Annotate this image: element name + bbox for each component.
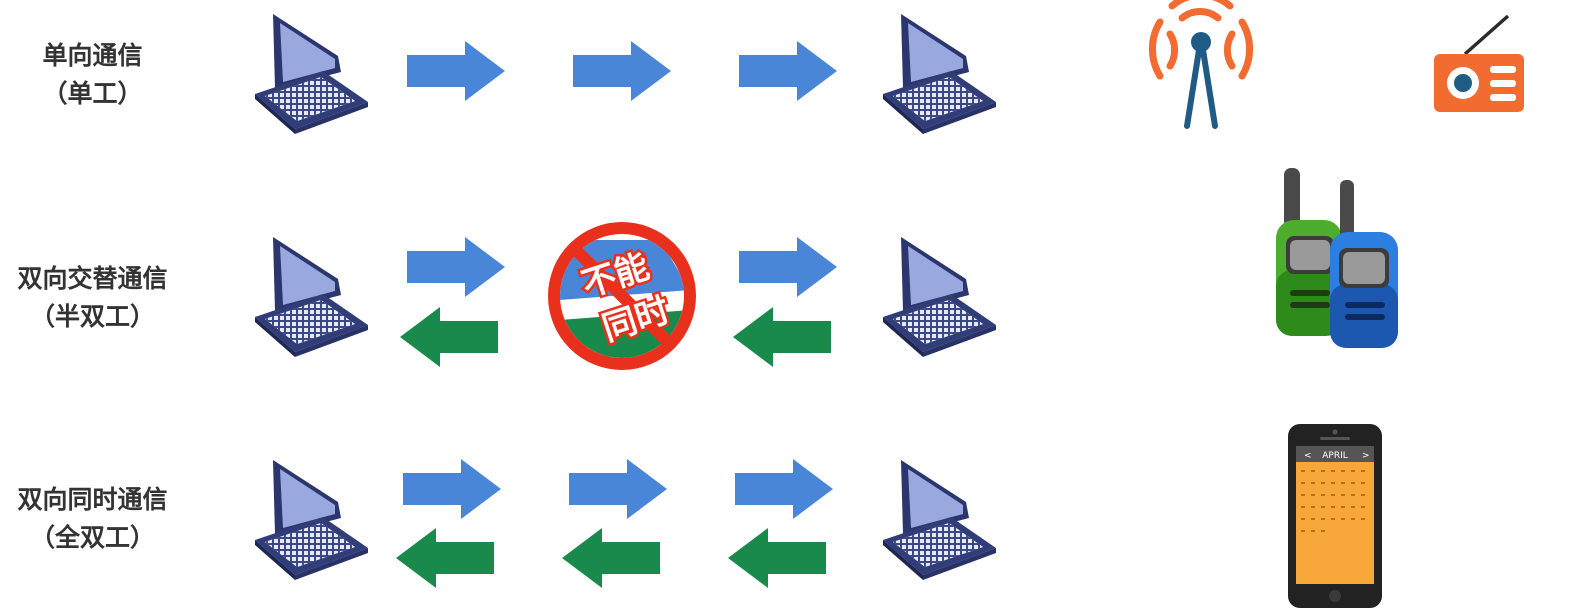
- calendar-grid: [1301, 470, 1365, 532]
- calendar-day-mark: [1341, 494, 1345, 496]
- calendar-day-mark: [1361, 470, 1365, 472]
- calendar-day-mark: [1351, 470, 1355, 472]
- calendar-day-mark: [1361, 494, 1365, 496]
- laptop-icon: [255, 460, 368, 580]
- calendar-day-mark: [1351, 518, 1355, 520]
- calendar-day-mark: [1301, 506, 1305, 508]
- laptop-icon: [883, 14, 996, 134]
- arrow-left-icon: [728, 528, 826, 588]
- calendar-day-mark: [1321, 518, 1325, 520]
- calendar-day-mark: [1301, 530, 1305, 532]
- calendar-day-mark: [1341, 518, 1345, 520]
- row-title: 双向交替通信: [17, 264, 168, 293]
- row-subtitle: （单工）: [42, 79, 143, 108]
- row-label-half-duplex: 双向交替通信 （半双工）: [0, 260, 185, 336]
- prohibition-badge: 不能 同时: [548, 222, 696, 370]
- prohibit-circle-icon: [548, 222, 696, 370]
- arrow-right-icon: [407, 41, 505, 101]
- laptop-icon: [255, 14, 368, 134]
- arrow-right-icon: [569, 459, 667, 519]
- arrow-left-icon: [733, 307, 831, 367]
- calendar-day-mark: [1301, 470, 1305, 472]
- calendar-day-mark: [1361, 518, 1365, 520]
- calendar-day-mark: [1311, 530, 1315, 532]
- row-title: 单向通信: [42, 41, 143, 70]
- calendar-day-mark: [1341, 470, 1345, 472]
- calendar-day-mark: [1341, 482, 1345, 484]
- calendar-day-mark: [1311, 470, 1315, 472]
- arrow-right-icon: [739, 41, 837, 101]
- arrow-right-icon: [735, 459, 833, 519]
- calendar-day-mark: [1311, 518, 1315, 520]
- row-label-simplex: 单向通信 （单工）: [0, 37, 185, 113]
- calendar-day-mark: [1331, 482, 1335, 484]
- calendar-next-icon: >: [1362, 451, 1370, 461]
- row-title: 双向同时通信: [17, 485, 168, 514]
- row-subtitle: （全双工）: [29, 523, 155, 552]
- arrow-left-icon: [400, 307, 498, 367]
- calendar-day-mark: [1361, 506, 1365, 508]
- prohibit-slash-icon: [569, 243, 675, 349]
- calendar-day-mark: [1351, 494, 1355, 496]
- calendar-day-mark: [1341, 506, 1345, 508]
- calendar-month: APRIL: [1322, 451, 1348, 461]
- calendar-day-mark: [1321, 470, 1325, 472]
- calendar-day-mark: [1331, 518, 1335, 520]
- calendar-day-mark: [1311, 494, 1315, 496]
- arrow-right-icon: [739, 237, 837, 297]
- row-label-full-duplex: 双向同时通信 （全双工）: [0, 481, 185, 557]
- calendar-day-mark: [1331, 506, 1335, 508]
- calendar-day-mark: [1321, 494, 1325, 496]
- calendar-day-mark: [1351, 482, 1355, 484]
- calendar-day-mark: [1301, 482, 1305, 484]
- laptop-icon: [883, 460, 996, 580]
- calendar-day-mark: [1321, 482, 1325, 484]
- calendar-day-mark: [1301, 494, 1305, 496]
- calendar-day-mark: [1321, 506, 1325, 508]
- arrow-right-icon: [407, 237, 505, 297]
- laptop-icon: [255, 237, 368, 357]
- smartphone-icon: < APRIL >: [1288, 424, 1382, 608]
- arrow-left-icon: [396, 528, 494, 588]
- antenna-tower-icon: [1148, 0, 1254, 129]
- calendar-day-mark: [1361, 482, 1365, 484]
- calendar-day-mark: [1301, 518, 1305, 520]
- calendar-day-mark: [1311, 506, 1315, 508]
- calendar-day-mark: [1311, 482, 1315, 484]
- walkie-talkies-icon: [1276, 168, 1398, 348]
- arrow-left-icon: [562, 528, 660, 588]
- laptop-icon: [883, 237, 996, 357]
- radio-icon: [1434, 14, 1524, 112]
- calendar-day-mark: [1331, 494, 1335, 496]
- arrow-right-icon: [573, 41, 671, 101]
- calendar-day-mark: [1331, 470, 1335, 472]
- calendar-day-mark: [1321, 530, 1325, 532]
- calendar-prev-icon: <: [1304, 451, 1312, 461]
- arrow-right-icon: [403, 459, 501, 519]
- calendar-day-mark: [1351, 506, 1355, 508]
- row-subtitle: （半双工）: [29, 302, 155, 331]
